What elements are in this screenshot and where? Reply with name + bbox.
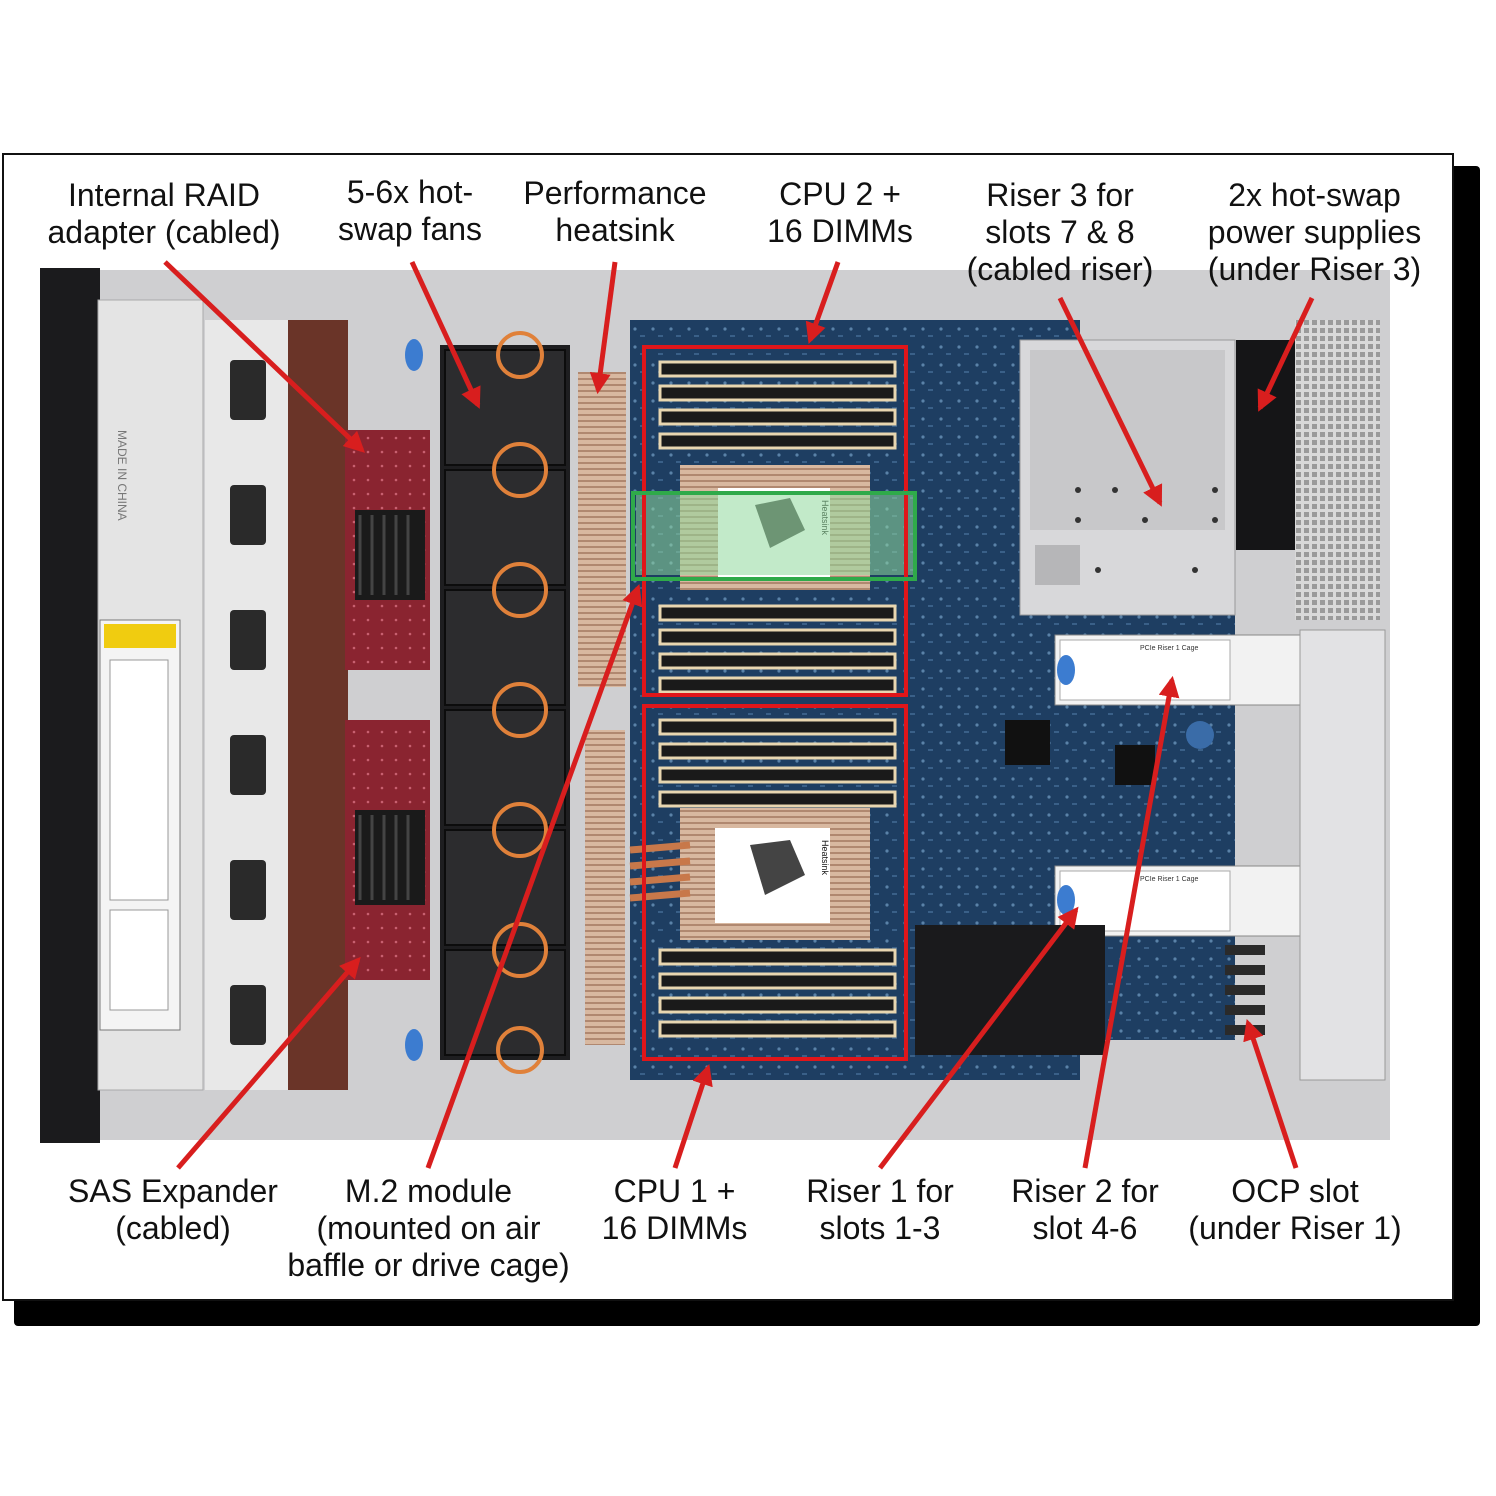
- label-cpu2: CPU 2 + 16 DIMMs: [745, 176, 935, 250]
- label-sas-line1: SAS Expander: [68, 1173, 278, 1209]
- psu-mesh: [1295, 320, 1380, 620]
- pch-chip: [1115, 745, 1155, 785]
- arrow-sas: [176, 956, 361, 1170]
- label-cpu1: CPU 1 + 16 DIMMs: [582, 1173, 767, 1247]
- cpu1-highlight-box: [642, 704, 908, 1061]
- label-fans-line2: swap fans: [337, 211, 483, 247]
- bmc-chip: [1005, 720, 1050, 765]
- riser1-cage: PCIe Riser 1 Cage: [1054, 634, 1301, 706]
- arrow-cpu2: [805, 261, 841, 344]
- arrow-raid: [163, 260, 366, 453]
- power-supply-bay: [1236, 340, 1296, 550]
- riser2-cage: PCIe Riser 1 Cage: [1054, 865, 1301, 937]
- arrow-m2: [425, 584, 643, 1169]
- m2-module-fill: [636, 495, 914, 575]
- label-ocp-line2: (under Riser 1): [1188, 1210, 1402, 1246]
- label-heatsink-line1: Performance: [523, 175, 707, 211]
- label-riser2: Riser 2 for slot 4-6: [990, 1173, 1180, 1247]
- label-psu-line2: power supplies: [1207, 214, 1422, 250]
- riser2-cable-area: [915, 925, 1105, 1055]
- caution-label: [99, 619, 181, 1031]
- perf-heatsink-upper: [578, 372, 626, 687]
- label-riser2-line2: slot 4-6: [1032, 1210, 1138, 1246]
- label-sas: SAS Expander (cabled): [48, 1173, 298, 1247]
- server-chassis: MADE IN CHINA: [40, 268, 1390, 1143]
- label-heatsink-line2: heatsink: [555, 212, 675, 248]
- label-m2-line1: M.2 module: [344, 1173, 513, 1209]
- label-riser3-line2: slots 7 & 8: [985, 214, 1135, 250]
- label-fans: 5-6x hot- swap fans: [315, 174, 505, 248]
- arrow-fans: [409, 260, 481, 409]
- label-cpu2-line1: CPU 2 +: [779, 176, 901, 212]
- riser3-cage: [1019, 339, 1236, 616]
- label-riser1-line1: Riser 1 for: [806, 1173, 954, 1209]
- label-m2: M.2 module (mounted on air baffle or dri…: [266, 1173, 591, 1284]
- arrow-heatsink: [589, 261, 618, 395]
- callout-arrows: [163, 260, 1315, 1170]
- label-ocp-line1: OCP slot: [1231, 1173, 1359, 1209]
- label-cpu1-line1: CPU 1 +: [613, 1173, 736, 1209]
- sas-expander: [345, 720, 430, 980]
- label-riser1-line2: slots 1-3: [819, 1210, 941, 1246]
- label-riser2-line1: Riser 2 for: [1011, 1173, 1159, 1209]
- blue-touchpoint-bottom: [405, 1029, 423, 1061]
- arrow-ocp: [1243, 1019, 1299, 1169]
- label-riser1: Riser 1 for slots 1-3: [785, 1173, 975, 1247]
- label-psu: 2x hot-swap power supplies (under Riser …: [1187, 177, 1442, 288]
- label-riser3-line3: (cabled riser): [966, 251, 1154, 287]
- fan-bay: [440, 331, 570, 1074]
- arrow-riser3: [1057, 296, 1163, 507]
- label-heatsink: Performance heatsink: [505, 175, 725, 249]
- m2-highlight-box: [631, 491, 917, 581]
- arrow-cpu1: [672, 1064, 713, 1169]
- perf-heatsink-lower: [585, 730, 625, 1045]
- made-in-text: MADE IN CHINA: [115, 430, 129, 521]
- label-psu-line1: 2x hot-swap: [1228, 177, 1401, 213]
- arrow-psu: [1257, 296, 1315, 412]
- label-m2-line3: baffle or drive cage): [287, 1247, 570, 1283]
- front-bezel: [40, 268, 100, 1143]
- arrow-riser1: [878, 906, 1079, 1170]
- arrow-riser2: [1082, 675, 1180, 1169]
- riser1-tag: PCIe Riser 1 Cage: [1140, 645, 1198, 652]
- blue-touchpoint-top: [405, 339, 423, 371]
- dimm-slots: [658, 360, 897, 1038]
- label-m2-line2: (mounted on air: [316, 1210, 541, 1246]
- cpu1-heatsink: Heatsink: [629, 808, 870, 940]
- backplane-board: [288, 320, 348, 1090]
- label-fans-line1: 5-6x hot-: [346, 174, 474, 210]
- label-cpu1-line2: 16 DIMMs: [601, 1210, 748, 1246]
- cmos-battery: [1186, 721, 1214, 749]
- label-raid: Internal RAID adapter (cabled): [24, 177, 304, 251]
- rear-io-bracket: [1299, 629, 1386, 1081]
- backplane-area: [205, 320, 295, 1090]
- label-raid-line2: adapter (cabled): [47, 214, 281, 250]
- label-psu-line3: (under Riser 3): [1207, 251, 1422, 287]
- label-riser3: Riser 3 for slots 7 & 8 (cabled riser): [945, 177, 1175, 288]
- drive-latches: [230, 360, 266, 1045]
- label-cpu2-line2: 16 DIMMs: [767, 213, 913, 249]
- riser2-tag: PCIe Riser 1 Cage: [1140, 876, 1198, 883]
- cpu2-highlight-box: [642, 345, 908, 697]
- heatsink-tag-cpu1: Heatsink: [820, 840, 830, 876]
- label-raid-line1: Internal RAID: [67, 177, 261, 213]
- label-riser3-line1: Riser 3 for: [986, 177, 1134, 213]
- raid-adapter: [345, 430, 430, 670]
- label-sas-line2: (cabled): [115, 1210, 231, 1246]
- label-ocp: OCP slot (under Riser 1): [1170, 1173, 1420, 1247]
